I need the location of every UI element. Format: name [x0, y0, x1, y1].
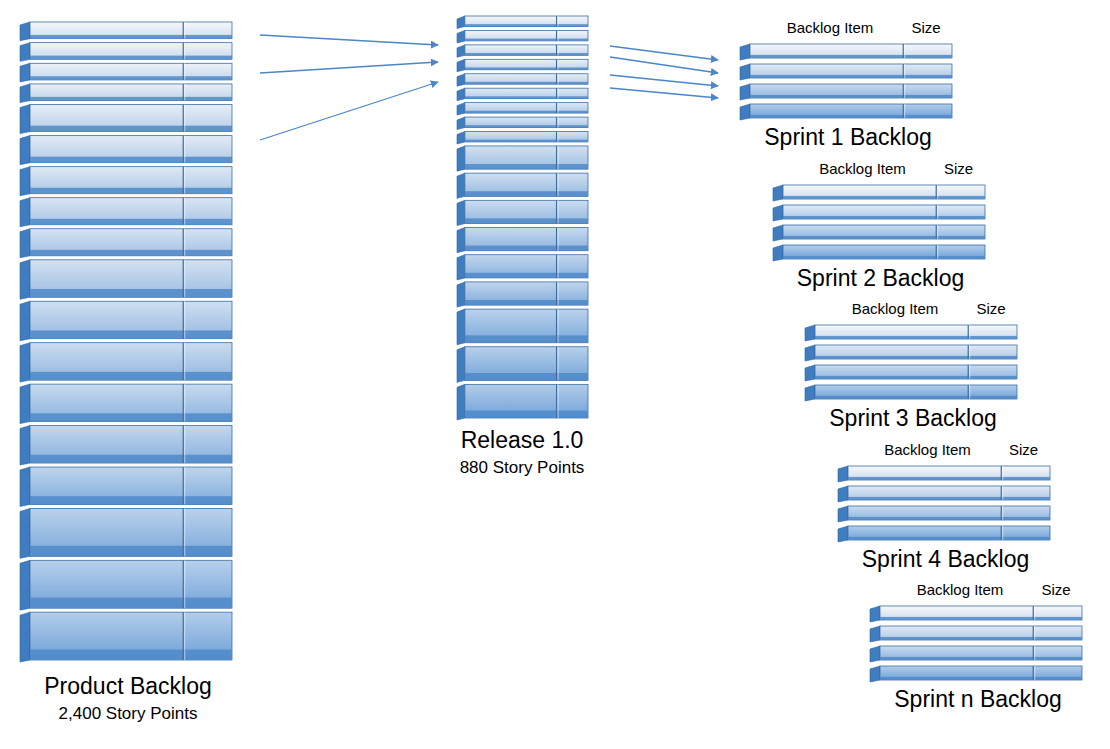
flow-arrow	[260, 62, 438, 73]
column-header: Backlog Item	[852, 300, 939, 317]
flow-arrow	[610, 88, 718, 98]
column-header: Size	[944, 160, 973, 177]
sprint-backlog: Backlog Item SizeSprint 3 Backlog	[783, 295, 1033, 445]
stack-title: Sprint 3 Backlog	[829, 405, 996, 431]
story-points: 880 Story Points	[460, 458, 585, 478]
story-points: 2,400 Story Points	[59, 704, 198, 724]
column-header: Size	[911, 19, 940, 36]
sprint-backlog: Backlog Item SizeSprint 1 Backlog	[718, 14, 968, 164]
sprint-backlog: Backlog Item SizeSprint 2 Backlog	[751, 155, 1001, 305]
stack-title: Release 1.0	[461, 427, 584, 453]
stack-title: Sprint 4 Backlog	[862, 545, 1029, 571]
column-header: Backlog Item	[787, 19, 874, 36]
stack-title: Sprint 2 Backlog	[797, 264, 964, 290]
column-header: Size	[976, 300, 1005, 317]
backlog-stack	[438, 10, 610, 480]
column-header: Backlog Item	[917, 581, 1004, 598]
sprint-backlog: Backlog Item SizeSprint n Backlog	[848, 576, 1098, 726]
stack-title: Product Backlog	[44, 673, 211, 699]
column-header: Size	[1041, 581, 1070, 598]
flow-arrow	[610, 75, 718, 86]
column-header: Backlog Item	[884, 441, 971, 458]
flow-arrow	[260, 82, 438, 140]
stack-title: Sprint 1 Backlog	[764, 124, 931, 150]
column-header: Backlog Item	[819, 160, 906, 177]
flow-arrow	[610, 57, 718, 73]
sprint-backlog: Backlog Item SizeSprint 4 Backlog	[816, 436, 1066, 586]
flow-arrow	[260, 35, 438, 45]
stack-title: Sprint n Backlog	[894, 686, 1061, 712]
product-backlog: Product Backlog 2,400 Story Points	[20, 16, 260, 728]
flow-arrow	[610, 46, 718, 60]
backlog-stack	[20, 16, 260, 728]
column-header: Size	[1009, 441, 1038, 458]
release-backlog: Release 1.0 880 Story Points	[438, 10, 610, 480]
